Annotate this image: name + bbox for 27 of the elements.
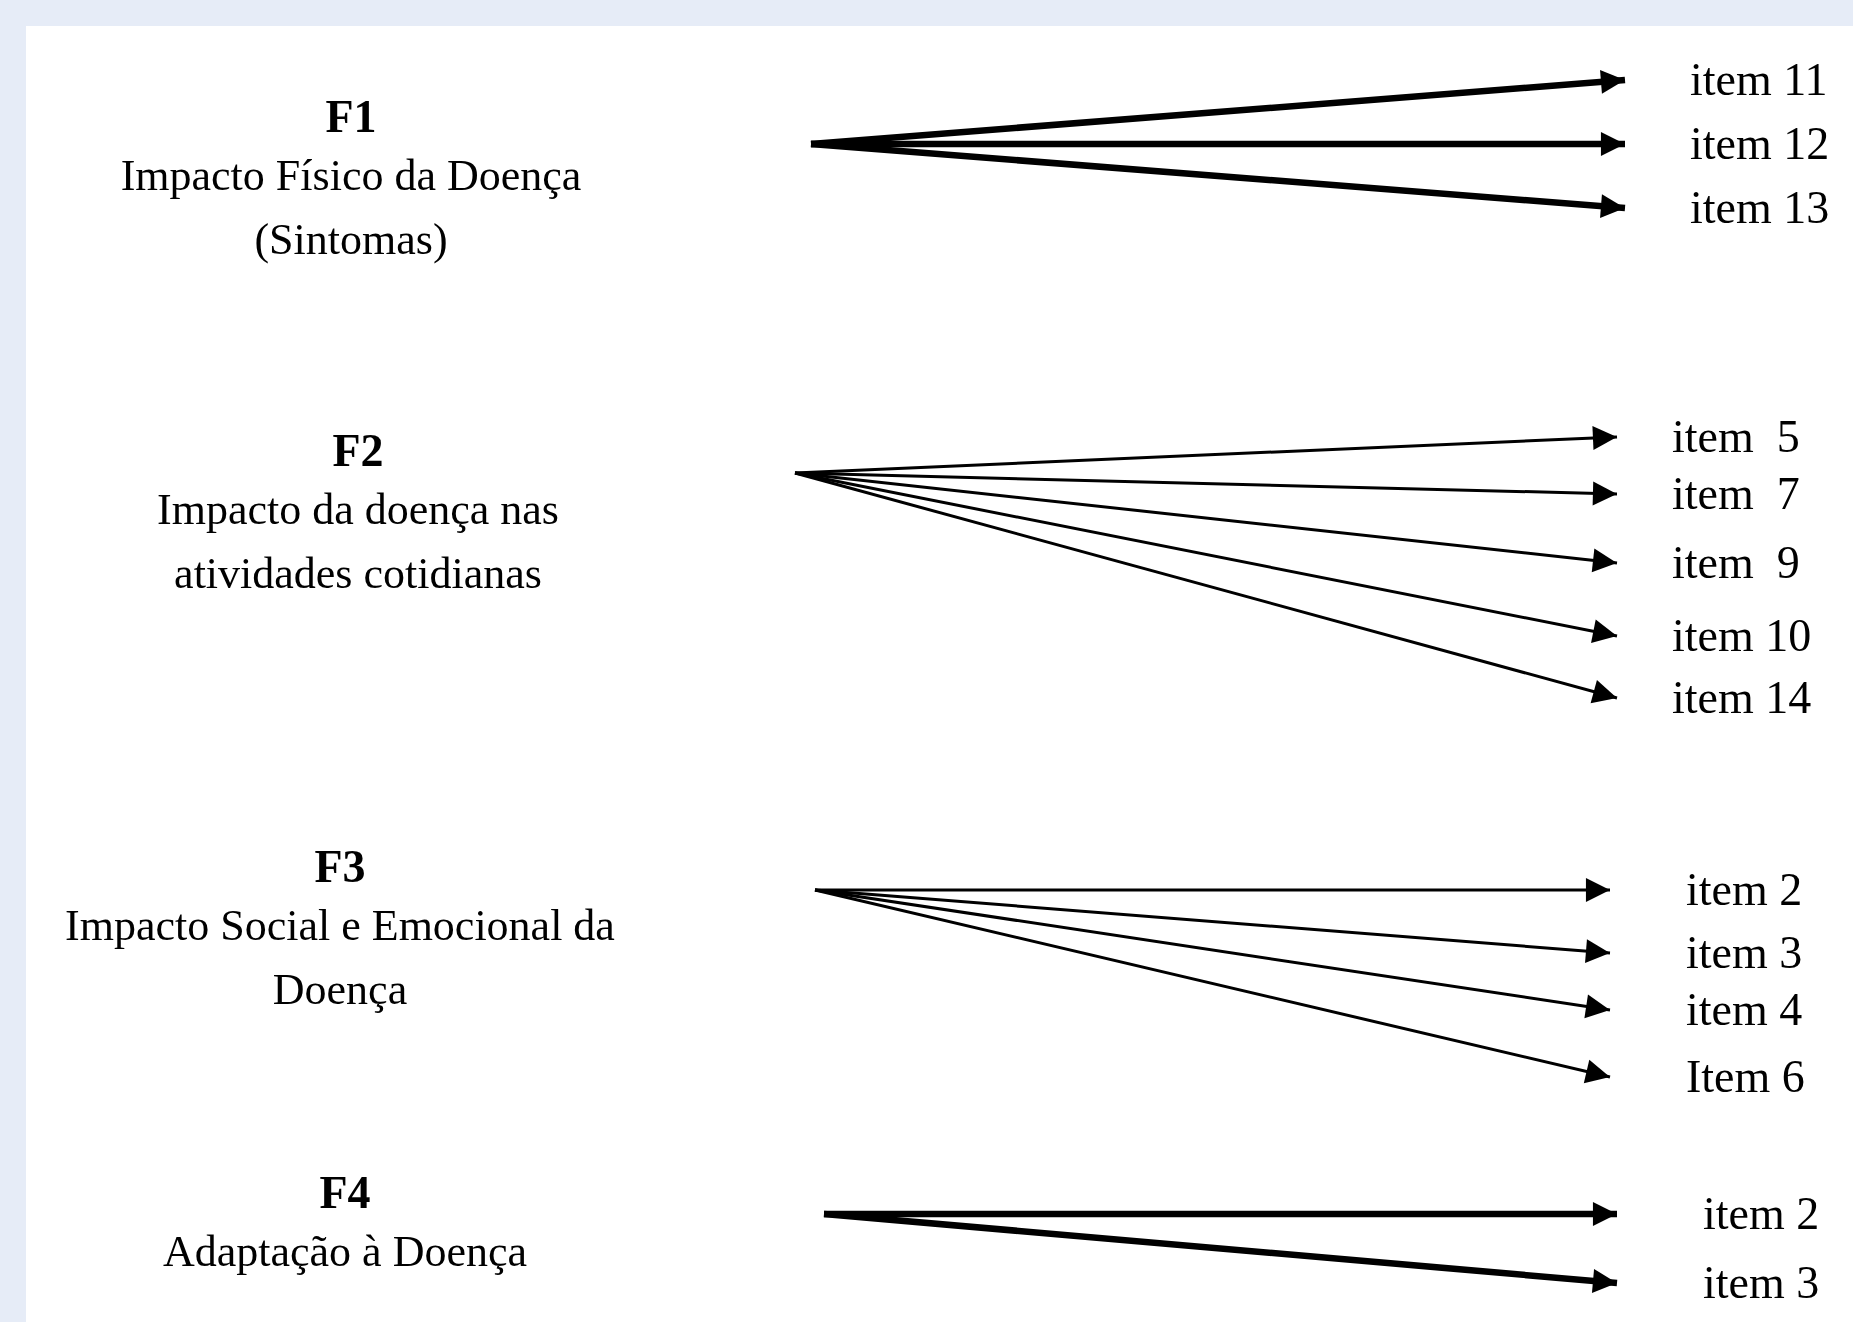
- factor-code: F4: [318, 1166, 372, 1220]
- item-label: item 3: [1703, 1256, 1820, 1310]
- factor-name: Impacto Físico da Doença (Sintomas): [119, 150, 583, 266]
- item-label: item 5: [1672, 410, 1800, 464]
- item-label: item 13: [1690, 181, 1830, 235]
- item-label: item 2: [1703, 1187, 1820, 1241]
- factor-code: F2: [331, 424, 385, 478]
- arrow: [814, 888, 1611, 1084]
- item-label: item 9: [1672, 536, 1800, 590]
- factor-name: Impacto Social e Emocional da Doença: [64, 900, 616, 1016]
- item-label: item 7: [1672, 467, 1800, 521]
- arrow: [810, 140, 1626, 219]
- item-label: item 2: [1686, 863, 1803, 917]
- arrow: [823, 1210, 1618, 1293]
- item-label: item 4: [1686, 983, 1803, 1037]
- item-label: item 11: [1690, 53, 1828, 107]
- factor-code: F1: [324, 90, 378, 144]
- factor-code: F3: [313, 840, 367, 894]
- factor-name: Adaptação à Doença: [162, 1226, 528, 1278]
- item-label: item 3: [1686, 926, 1803, 980]
- arrow: [794, 426, 1618, 475]
- item-label: item 10: [1672, 609, 1812, 663]
- arrow: [794, 471, 1618, 704]
- factor-name: Impacto da doença nas atividades cotidianas: [156, 484, 560, 600]
- item-label: item 12: [1690, 117, 1830, 171]
- item-label: Item 6: [1686, 1050, 1805, 1104]
- item-label: item 14: [1672, 671, 1812, 725]
